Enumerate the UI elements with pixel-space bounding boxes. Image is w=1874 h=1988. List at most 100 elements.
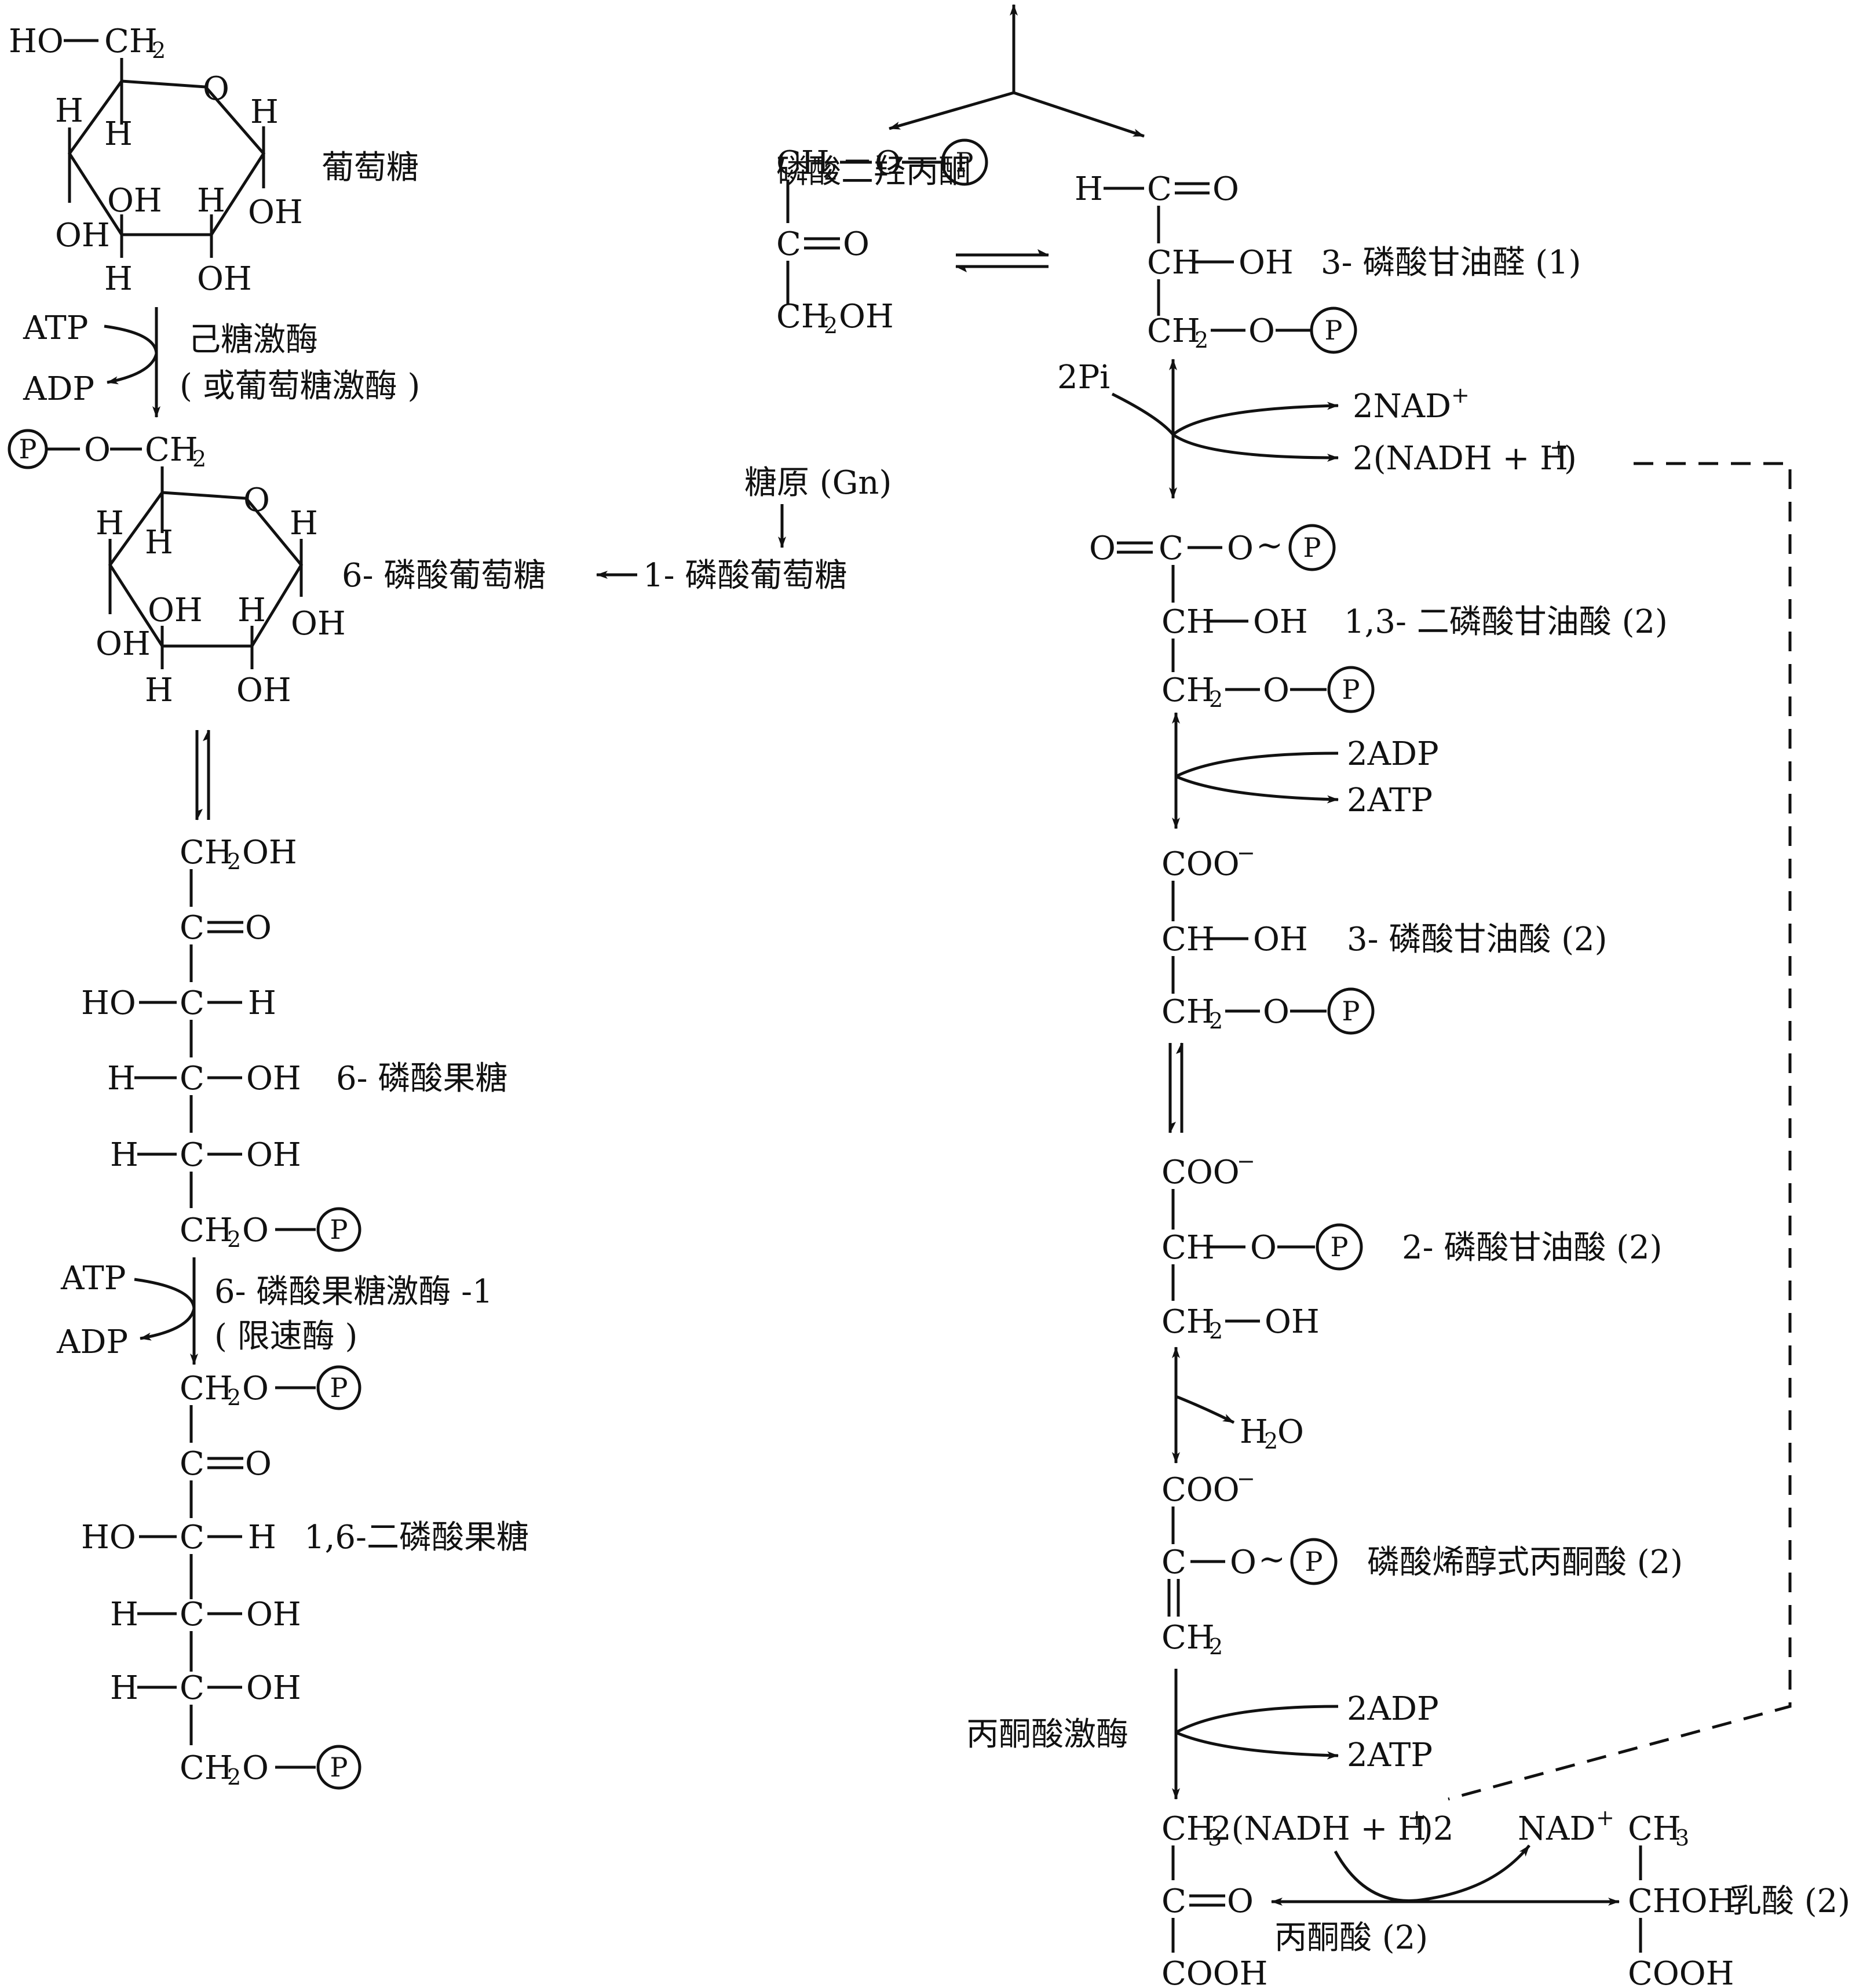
svg-text:CH: CH	[1147, 312, 1200, 350]
svg-text:2ADP: 2ADP	[1347, 1690, 1439, 1728]
dhap-molecule-main: CH 2 O P C O CH 2 OH	[776, 138, 988, 338]
svg-text:CH: CH	[1628, 1810, 1681, 1848]
svg-text:CH: CH	[1161, 993, 1215, 1031]
svg-text:C: C	[1161, 1544, 1186, 1581]
enolase-step: H 2 O	[1172, 1347, 1304, 1464]
f6p-structure: CH 2 OH C O HO C H H C OH H C OH CH 2 O …	[81, 834, 507, 1252]
p-circle	[316, 1207, 361, 1252]
svg-text:CH: CH	[180, 1212, 233, 1249]
f6p-label: 6- 磷酸果糖	[336, 1060, 507, 1097]
svg-text:): )	[1564, 440, 1577, 477]
svg-text:O: O	[1212, 170, 1239, 208]
aldolase-split-arrows	[889, 4, 1145, 138]
dhap-label: 磷酸二羟丙酮	[776, 153, 971, 191]
svg-text:−: −	[1237, 1148, 1255, 1174]
svg-text:O: O	[1250, 1229, 1277, 1267]
svg-text:C: C	[1159, 530, 1183, 567]
p-circle	[1290, 1538, 1338, 1585]
rate-limiting-note: ( 限速酶 )	[214, 1318, 357, 1355]
svg-text:P: P	[1305, 1546, 1323, 1577]
svg-text:P: P	[330, 1372, 348, 1403]
svg-text:CH: CH	[1161, 672, 1215, 709]
svg-text:CH: CH	[1161, 1619, 1215, 1657]
glucose-label: 葡萄糖	[322, 149, 419, 187]
svg-text:H: H	[248, 984, 276, 1022]
svg-text:OH: OH	[839, 298, 894, 335]
tpi-equilibrium-arrow	[955, 249, 1049, 272]
svg-text:2: 2	[1264, 1428, 1278, 1454]
glycogen-label: 糖原 (Gn)	[744, 464, 892, 502]
gap-structure: H C O CH OH CH 2 O P 3- 磷酸甘油醛 (1)	[1075, 170, 1581, 354]
glc-ring-o: O	[203, 70, 229, 108]
svg-text:2: 2	[824, 313, 838, 338]
svg-text:OH: OH	[246, 1060, 301, 1097]
svg-text:2: 2	[227, 1385, 241, 1410]
svg-text:H: H	[145, 524, 173, 561]
svg-text:CH: CH	[1161, 603, 1215, 641]
svg-text:OH: OH	[242, 834, 297, 871]
svg-text:P: P	[1342, 674, 1360, 705]
svg-text:ATP: ATP	[60, 1260, 126, 1297]
svg-text:C: C	[180, 1136, 204, 1174]
hexokinase-step: ATP ADP 己糖激酶 ( 或葡萄糖激酶 )	[23, 307, 420, 418]
svg-text:−: −	[1237, 840, 1255, 866]
svg-text:NAD: NAD	[1518, 1810, 1595, 1848]
svg-text:−: −	[1237, 1466, 1255, 1491]
svg-text:CH: CH	[1161, 1810, 1215, 1848]
svg-text:C: C	[180, 1596, 204, 1633]
glc-oh1: OH	[248, 194, 303, 231]
svg-text:+: +	[1408, 1805, 1426, 1830]
p-circle	[941, 138, 988, 186]
svg-text:2: 2	[1209, 1318, 1223, 1344]
svg-text:CH: CH	[180, 834, 233, 871]
svg-text:C: C	[1147, 170, 1172, 208]
svg-text:2ATP: 2ATP	[1347, 1737, 1433, 1774]
fbp-structure: CH 2 O P C O HO C H H C OH H C OH CH 2 O…	[81, 1365, 529, 1790]
svg-text:O: O	[1089, 530, 1116, 567]
svg-text:OH: OH	[291, 605, 346, 643]
svg-text:+: +	[1550, 435, 1568, 460]
svg-text:3: 3	[1675, 1825, 1689, 1851]
bpg13-structure: O C O ~ P CH OH CH 2 O P 1,3- 二磷酸甘油酸 (2)	[1089, 524, 1668, 713]
svg-text:2NAD: 2NAD	[1353, 388, 1451, 425]
svg-text:OH: OH	[246, 1596, 301, 1633]
svg-text:2: 2	[227, 849, 241, 874]
svg-text:P: P	[1331, 1231, 1349, 1263]
svg-text:H: H	[248, 1519, 276, 1556]
svg-text:COOH: COOH	[1628, 1955, 1734, 1988]
bpg13-label: 1,3- 二磷酸甘油酸 (2)	[1344, 603, 1668, 641]
svg-text:O: O	[1230, 1544, 1256, 1581]
pg3-label: 3- 磷酸甘油酸 (2)	[1347, 921, 1607, 958]
svg-text:~: ~	[1256, 527, 1283, 564]
svg-text:P: P	[19, 433, 37, 465]
svg-text:2: 2	[227, 1764, 241, 1790]
svg-text:P: P	[956, 147, 974, 178]
p-circle	[8, 429, 48, 469]
svg-text:O: O	[1227, 530, 1254, 567]
svg-text:CH: CH	[1161, 1303, 1215, 1341]
svg-text:C: C	[180, 1445, 204, 1483]
svg-text:2: 2	[192, 446, 206, 472]
svg-text:COO: COO	[1161, 845, 1240, 883]
svg-text:CH: CH	[1161, 921, 1215, 958]
svg-text:OH: OH	[96, 625, 151, 663]
glc-h5: H	[104, 260, 133, 298]
svg-text:P: P	[330, 1752, 348, 1783]
svg-text:ADP: ADP	[56, 1323, 128, 1361]
svg-text:H: H	[110, 1669, 138, 1707]
gapdh-step: 2Pi 2NAD + 2(NADH + H + )	[1057, 359, 1577, 499]
isomerase-equilibrium-arrow	[195, 729, 210, 820]
svg-text:H: H	[1075, 170, 1103, 208]
pep-structure: COO − C O ~ P CH 2 磷酸烯醇式丙酮酸 (2)	[1161, 1466, 1683, 1659]
dhap-structure: 磷酸二羟丙酮 CH	[776, 153, 971, 191]
glc-sub: 2	[152, 38, 166, 63]
svg-text:H: H	[96, 505, 124, 542]
svg-text:CH: CH	[776, 298, 830, 335]
svg-text:CHOH: CHOH	[1628, 1883, 1736, 1920]
svg-text:COO: COO	[1161, 1471, 1240, 1509]
svg-text:OH: OH	[1239, 244, 1294, 282]
nadh-recycle-dashed-line	[1448, 462, 1792, 1801]
pyruvate-structure: CH 3 C O COOH 丙酮酸 (2)	[1161, 1810, 1428, 1988]
svg-text:+: +	[1596, 1805, 1614, 1830]
